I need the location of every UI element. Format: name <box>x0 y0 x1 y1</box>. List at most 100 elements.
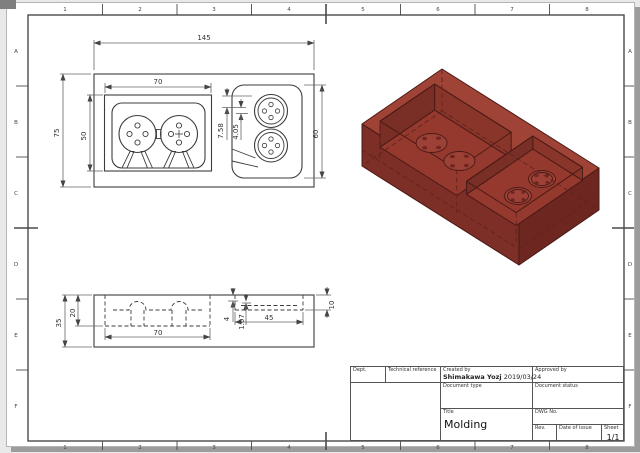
zone-col-label: 8 <box>585 445 589 451</box>
window-corner-notch <box>0 0 16 9</box>
title-block: Dept. Technical reference Created by Shi… <box>350 366 624 443</box>
iso-left-bosses <box>415 133 476 171</box>
socket-circle-2 <box>159 114 199 154</box>
insert-circle-top <box>253 93 289 129</box>
zone-col-label: 1 <box>63 445 67 451</box>
dim-hole-offset-label: 4.05 <box>232 124 240 140</box>
sheet-frame <box>14 4 634 450</box>
rev-label: Rev. <box>535 425 546 431</box>
creator-name: Shimakawa Yozj <box>443 373 502 381</box>
front-view-dimensions <box>60 40 326 188</box>
zone-row-label: F <box>14 404 17 410</box>
zone-row-label: A <box>628 49 632 55</box>
zone-ticks-bottom <box>102 432 550 450</box>
zone-col-label: 6 <box>436 7 440 13</box>
dim-right-pocket-width-label: 45 <box>265 314 274 322</box>
sheet-value: 1/1 <box>606 433 620 442</box>
iso-view <box>361 68 600 266</box>
created-by-cell: Created by Shimakawa Yozj 2019/03/24 <box>441 367 541 383</box>
dim-clearance-label: 1.07 <box>238 314 246 330</box>
dim-pocket-depth-label: 20 <box>69 309 77 318</box>
sheet-cell: Sheet 1/1 <box>602 425 624 443</box>
approved-by-label: Approved by <box>535 367 567 373</box>
created-by-value: Shimakawa Yozj 2019/03/24 <box>441 373 541 381</box>
zone-ticks-right <box>612 85 634 371</box>
approved-by-cell: Approved by <box>533 367 624 383</box>
zone-ticks-left <box>14 85 38 371</box>
title-label: Title <box>443 409 454 415</box>
zone-col-label: 4 <box>287 7 291 13</box>
dim-pocket-width-label: 70 <box>154 329 163 337</box>
zone-row-label: C <box>628 191 632 197</box>
side-view-dimensions <box>62 287 331 348</box>
zone-col-label: 7 <box>510 7 514 13</box>
date-of-issue-label: Date of issue <box>559 425 592 431</box>
runner-line <box>231 148 256 159</box>
document-status-label: Document status <box>535 383 578 389</box>
insert-circle-bottom <box>253 128 289 163</box>
zone-col-label: 3 <box>212 445 216 451</box>
front-view <box>93 73 315 188</box>
zone-col-label: 5 <box>361 445 365 451</box>
bridge-slot <box>156 129 162 139</box>
drawing-title: Molding <box>444 418 488 431</box>
date-of-issue-cell: Date of issue <box>557 425 602 440</box>
dept-label: Dept. <box>353 367 367 373</box>
dim-total-height-label: 75 <box>53 129 61 138</box>
technical-reference-label: Technical reference <box>388 367 437 373</box>
dim-total-width-label: 145 <box>197 34 210 42</box>
zone-col-label: 2 <box>138 7 142 13</box>
document-status-cell: Document status <box>533 383 624 409</box>
title-cell: Title Molding <box>441 409 533 440</box>
dim-wall-offset-label: 7.58 <box>217 123 225 139</box>
zone-row-label: B <box>628 120 632 126</box>
zone-col-label: 5 <box>361 7 365 13</box>
dwg-no-cell: DWG No. <box>533 409 624 425</box>
created-by-label: Created by <box>443 367 471 373</box>
zone-col-label: 4 <box>287 445 291 451</box>
zone-col-label: 7 <box>510 445 514 451</box>
dim-right-pocket-height-label: 60 <box>312 130 320 139</box>
document-type-label: Document type <box>443 383 482 389</box>
zone-row-label: B <box>14 120 18 126</box>
front-view-dim-labels: 145 70 75 50 60 7.58 4.05 <box>53 34 320 140</box>
zone-col-label: 3 <box>212 7 216 13</box>
zone-row-label: D <box>14 262 18 268</box>
iso-hidden-edges <box>361 69 600 250</box>
zone-col-label: 8 <box>585 7 589 13</box>
socket-holes-1 <box>126 122 149 146</box>
zone-col-label: 2 <box>138 445 142 451</box>
side-view-dim-labels: 35 20 70 45 10 4 1.07 <box>55 301 336 337</box>
zone-col-label: 6 <box>436 445 440 451</box>
zone-row-label: C <box>14 191 18 197</box>
side-outline <box>93 294 315 348</box>
zone-row-label: E <box>628 333 632 339</box>
insert-holes-bottom <box>261 136 281 155</box>
zone-row-label: D <box>628 262 632 268</box>
side-view <box>93 294 315 348</box>
zone-row-label: E <box>14 333 18 339</box>
zone-col-label: 1 <box>63 7 67 13</box>
hidden-left-pocket <box>104 295 211 327</box>
dim-height-label: 35 <box>55 319 63 328</box>
zone-labels: 1 2 3 4 5 6 7 8 1 2 3 4 5 6 7 8 A B C D … <box>14 7 632 451</box>
dim-step-label: 4 <box>223 316 231 321</box>
sheet-label: Sheet <box>604 425 619 431</box>
dim-pocket-width-label: 70 <box>154 78 163 86</box>
technical-reference-cell: Technical reference <box>386 367 441 383</box>
socket-legs <box>121 151 195 169</box>
rev-cell: Rev. <box>533 425 557 440</box>
created-date: 2019/03/24 <box>503 373 542 381</box>
zone-row-label: A <box>14 49 18 55</box>
zone-row-label: F <box>628 404 631 410</box>
dim-pocket-height-label: 50 <box>80 132 88 141</box>
left-pocket-outline <box>103 94 213 172</box>
mold-outline <box>93 73 315 188</box>
insert-holes-top <box>261 101 281 121</box>
right-pocket-rounded <box>231 84 303 179</box>
runner-line <box>231 160 259 168</box>
socket-holes-2 <box>167 122 191 146</box>
left-pocket-rounded <box>111 102 206 169</box>
